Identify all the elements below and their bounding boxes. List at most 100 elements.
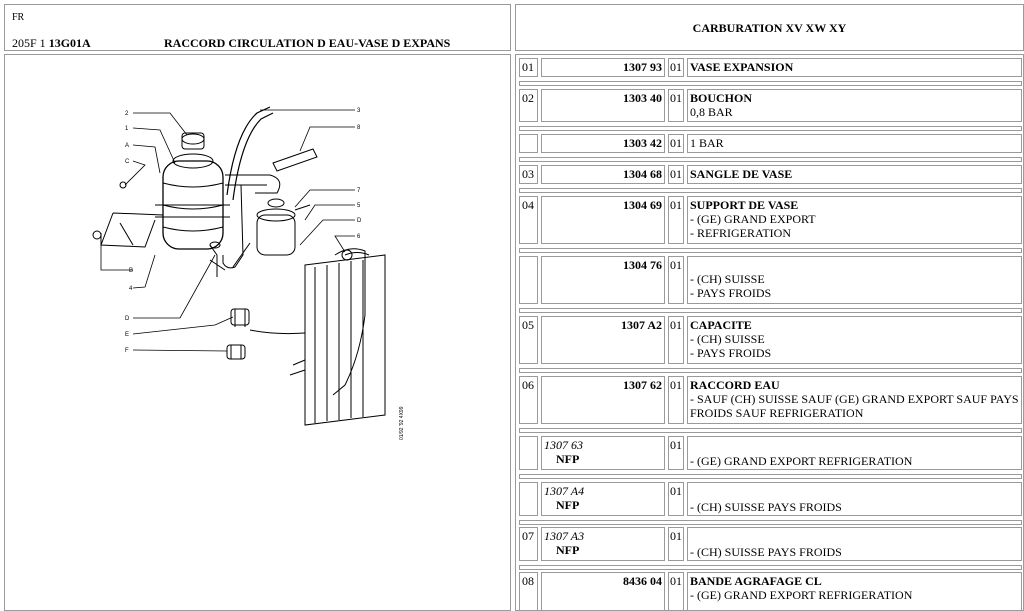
label-2: 1	[125, 126, 129, 132]
part-description-cell: BANDE AGRAFAGE CL- (GE) GRAND EXPORT REF…	[687, 572, 1022, 610]
header-right-panel: CARBURATION XV XW XY	[515, 4, 1024, 51]
label-12: 7	[357, 188, 361, 194]
part-quantity-cell: 01	[668, 316, 684, 364]
part-number-cell: 02	[519, 89, 538, 122]
part-reference-cell: 1303 42	[541, 134, 665, 153]
label-11: 8	[357, 125, 361, 131]
part-name: VASE EXPANSION	[690, 60, 794, 74]
row-separator	[519, 248, 1022, 253]
label-15: 6	[357, 234, 361, 240]
part-name: SUPPORT DE VASE	[690, 198, 799, 212]
part-row: 1304 76 01 - (CH) SUISSE- PAYS FROIDS	[519, 256, 1022, 304]
part-name: CAPACITE	[690, 318, 752, 332]
label-9: F	[125, 348, 129, 354]
part-description-cell: CAPACITE- (CH) SUISSE- PAYS FROIDS	[687, 316, 1022, 364]
ref-prefix: 205F 1	[12, 36, 46, 50]
label-6: 4	[129, 286, 133, 292]
expansion-tank-drawing	[155, 132, 230, 277]
capacitor-drawing	[256, 198, 311, 256]
part-detail: - (CH) SUISSE PAYS FROIDS	[690, 500, 842, 514]
part-description-cell: - (CH) SUISSE PAYS FROIDS	[687, 527, 1022, 561]
exploded-diagram: 2 1 A C B 4 D E F 3 8 7 5 D 6 01/92 '92 …	[92, 106, 405, 440]
part-reference-cell: 8436 04	[541, 572, 665, 610]
part-detail: - PAYS FROIDS	[690, 346, 772, 360]
part-quantity-cell: 01	[668, 572, 684, 610]
part-quantity-cell: 01	[668, 436, 684, 470]
part-row: 06 1307 62 01 RACCORD EAU- SAUF (CH) SUI…	[519, 376, 1022, 424]
part-row: 05 1307 A2 01 CAPACITE- (CH) SUISSE- PAY…	[519, 316, 1022, 364]
label-4: C	[125, 159, 130, 165]
part-number-cell	[519, 436, 538, 470]
part-number-cell	[519, 256, 538, 304]
reference-code: 205F 1 13G01A	[12, 36, 91, 51]
nfp-flag: NFP	[556, 498, 580, 512]
part-reference-cell: 1304 69	[541, 196, 665, 244]
part-number-cell: 07	[519, 527, 538, 561]
part-name: BOUCHON	[690, 91, 753, 105]
hose-drawing	[222, 106, 281, 269]
label-8: E	[125, 332, 129, 338]
part-detail: - PAYS FROIDS	[690, 286, 772, 300]
part-detail: - (CH) SUISSE	[690, 332, 765, 346]
nfp-flag: NFP	[556, 543, 580, 557]
part-number-cell	[519, 134, 538, 153]
label-3: A	[125, 143, 129, 149]
ref-code: 13G01A	[48, 36, 91, 50]
part-description-cell: - (CH) SUISSE- PAYS FROIDS	[687, 256, 1022, 304]
part-number-cell: 04	[519, 196, 538, 244]
part-row: 01 1307 93 01 VASE EXPANSION	[519, 58, 1022, 77]
part-reference-cell: 1307 93	[541, 58, 665, 77]
row-separator	[519, 308, 1022, 313]
part-reference-cell: 1307 62	[541, 376, 665, 424]
label-14: D	[357, 218, 362, 224]
row-separator	[519, 368, 1022, 373]
part-number-cell: 08	[519, 572, 538, 610]
label-13: 5	[357, 203, 361, 209]
part-quantity-cell: 01	[668, 89, 684, 122]
parts-list-panel: 01 1307 93 01 VASE EXPANSION 02 1303 40 …	[515, 54, 1024, 611]
part-detail: - (GE) GRAND EXPORT REFRIGERATION	[690, 454, 913, 468]
part-detail: - (GE) GRAND EXPORT REFRIGERATION	[690, 588, 913, 602]
label-1: 2	[125, 111, 129, 117]
part-detail: - (CH) SUISSE PAYS FROIDS	[690, 545, 842, 559]
section-title: RACCORD CIRCULATION D EAU-VASE D EXPANS	[164, 36, 451, 50]
part-reference-cell: 1304 68	[541, 165, 665, 184]
diagram-watermark: 01/92 '92 4X99	[399, 406, 405, 440]
part-reference: 1307 63	[544, 438, 583, 452]
part-name: SANGLE DE VASE	[690, 167, 793, 181]
part-row: 08 8436 04 01 BANDE AGRAFAGE CL- (GE) GR…	[519, 572, 1022, 610]
part-description-cell: SUPPORT DE VASE- (GE) GRAND EXPORT- REFR…	[687, 196, 1022, 244]
clips-drawing	[209, 259, 306, 360]
label-10: 3	[357, 108, 361, 114]
part-detail: - REFRIGERATION	[690, 226, 791, 240]
part-reference: 1307 A3	[544, 529, 585, 543]
row-separator	[519, 188, 1022, 193]
part-description-cell: VASE EXPANSION	[687, 58, 1022, 77]
row-separator	[519, 126, 1022, 131]
part-number-cell: 06	[519, 376, 538, 424]
short-hose-drawing	[272, 148, 318, 172]
part-detail: 0,8 BAR	[690, 105, 733, 119]
header-left-panel: FR 205F 1 13G01A RACCORD CIRCULATION D E…	[4, 4, 511, 51]
part-detail: 1 BAR	[690, 136, 724, 150]
part-row: 04 1304 69 01 SUPPORT DE VASE- (GE) GRAN…	[519, 196, 1022, 244]
part-number-cell: 03	[519, 165, 538, 184]
row-separator	[519, 520, 1022, 525]
label-7: D	[125, 316, 130, 322]
part-description-cell: - (GE) GRAND EXPORT REFRIGERATION	[687, 436, 1022, 470]
row-separator	[519, 565, 1022, 570]
row-separator	[519, 474, 1022, 479]
part-quantity-cell: 01	[668, 165, 684, 184]
part-description-cell: RACCORD EAU- SAUF (CH) SUISSE SAUF (GE) …	[687, 376, 1022, 424]
part-quantity-cell: 01	[668, 527, 684, 561]
callout-labels: 2 1 A C B 4 D E F 3 8 7 5 D 6	[125, 108, 362, 354]
part-detail: - SAUF (CH) SUISSE SAUF (GE) GRAND EXPOR…	[690, 392, 1019, 420]
leader-lines	[100, 109, 355, 352]
